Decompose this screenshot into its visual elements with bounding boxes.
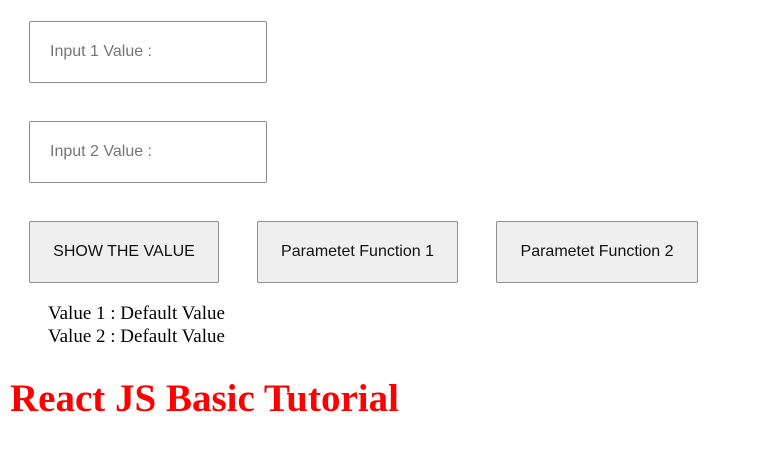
parameter-function-2-button[interactable]: Parametet Function 2 — [496, 221, 698, 283]
show-value-button[interactable]: SHOW THE VALUE — [29, 221, 219, 283]
value-2-text: Default Value — [120, 326, 225, 347]
input-1-field[interactable] — [29, 21, 267, 83]
parameter-function-1-button[interactable]: Parametet Function 1 — [257, 221, 458, 283]
value-1-text: Default Value — [120, 303, 225, 324]
value-2-label: Value 2 : — [48, 326, 116, 347]
value-2-line: Value 2 : Default Value — [48, 325, 225, 348]
page-title: React JS Basic Tutorial — [10, 377, 399, 420]
input-2-field[interactable] — [29, 121, 267, 183]
value-1-label: Value 1 : — [48, 303, 116, 324]
values-output: Value 1 : Default Value Value 2 : Defaul… — [48, 302, 225, 348]
value-1-line: Value 1 : Default Value — [48, 302, 225, 325]
